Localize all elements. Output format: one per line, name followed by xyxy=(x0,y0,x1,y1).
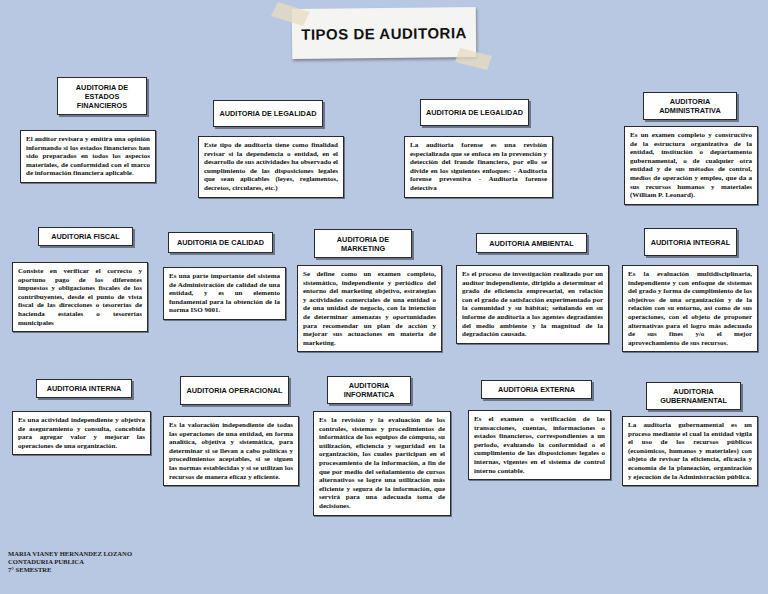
heading-text: AUDITORIA OPERACIONAL xyxy=(186,386,282,395)
description-box: Es un examen completo y constructivo de … xyxy=(624,126,758,205)
description-text: Es la valoración independiente de todas … xyxy=(169,421,293,481)
description-text: El auditor revisara y emitira una opinió… xyxy=(26,135,150,178)
heading-box: AUDITORIA ADMINISTRATIVA xyxy=(643,92,737,120)
heading-box: AUDITORIA INFORMATICA xyxy=(327,376,411,404)
heading-text: AUDITORIA DE ESTADOS FINANCIEROS xyxy=(63,83,141,110)
description-box: La auditoria forense es una revisión esp… xyxy=(404,136,553,198)
tape xyxy=(455,48,492,70)
heading-text: AUDITORIA EXTERNA xyxy=(498,385,575,394)
heading-box: AUDITORIA EXTERNA xyxy=(481,380,592,399)
heading-box: AUDITORIA AMBIENTAL xyxy=(476,233,587,253)
tape xyxy=(271,2,310,26)
heading-box: AUDITORIA OPERACIONAL xyxy=(180,376,289,405)
description-box: Este tipo de auditoria tiene como finali… xyxy=(198,136,344,198)
description-text: La auditoria gubernamental es un proceso… xyxy=(628,421,752,481)
description-box: Es el examen o verificación de las trans… xyxy=(468,410,611,480)
paper-note: TIPOS DE AUDITORIA xyxy=(292,7,477,59)
heading-text: AUDITORIA INFORMATICA xyxy=(333,381,405,399)
heading-box: AUDITORIA DE LEGALIDAD xyxy=(213,100,323,127)
heading-box: AUDITORIA GUBERNAMENTAL xyxy=(646,382,741,410)
description-box: Es la revisión y la evaluación de los co… xyxy=(313,411,451,516)
description-box: Es la evaluación multidisciplinaria, ind… xyxy=(622,265,758,352)
description-text: Consiste en verificar el correcto y opor… xyxy=(18,267,142,327)
description-text: Es el proceso de investigación realizado… xyxy=(462,270,603,339)
description-text: Este tipo de auditoria tiene como finali… xyxy=(204,141,338,193)
heading-box: AUDITORIA DE ESTADOS FINANCIEROS xyxy=(57,77,147,115)
description-text: Es la evaluación multidisciplinaria, ind… xyxy=(628,270,752,347)
heading-box: AUDITORIA DE CALIDAD xyxy=(168,232,273,253)
description-box: Se define como un examen completo, siste… xyxy=(297,265,442,352)
heading-text: AUDITORIA DE LEGALIDAD xyxy=(426,108,523,117)
author-note: MARIA VIANEY HERNANDEZ LOZANO xyxy=(8,550,132,558)
description-box: Es el proceso de investigación realizado… xyxy=(456,265,609,344)
description-text: Se define como un examen completo, siste… xyxy=(303,270,436,347)
description-text: Es el examen o verificación de las trans… xyxy=(474,415,605,475)
title: TIPOS DE AUDITORIA xyxy=(301,24,467,43)
heading-text: AUDITORIA ADMINISTRATIVA xyxy=(649,97,731,115)
heading-text: AUDITORIA AMBIENTAL xyxy=(489,239,573,248)
author-note: 7° SEMESTRE xyxy=(8,566,52,574)
author-note: CONTADURIA PUBLICA xyxy=(8,558,84,566)
description-box: La auditoria gubernamental es un proceso… xyxy=(622,416,758,486)
heading-text: AUDITORIA FISCAL xyxy=(51,232,120,241)
heading-box: AUDITORIA INTEGRAL xyxy=(644,228,737,256)
heading-text: AUDITORIA DE CALIDAD xyxy=(177,238,264,247)
heading-box: AUDITORIA INTERNA xyxy=(36,379,132,398)
heading-text: AUDITORIA GUBERNAMENTAL xyxy=(652,387,735,405)
heading-box: AUDITORIA DE LEGALIDAD xyxy=(420,99,529,126)
description-text: Es una actividad independiente y objetiv… xyxy=(18,416,145,450)
description-box: Es una actividad independiente y objetiv… xyxy=(12,411,151,455)
description-text: Es la revisión y la evaluación de los co… xyxy=(319,416,445,511)
heading-text: AUDITORIA DE MARKETING xyxy=(320,235,406,253)
description-box: Es una parte importante del sistema de A… xyxy=(163,267,286,320)
description-text: Es una parte importante del sistema de A… xyxy=(169,272,280,315)
description-text: La auditoria forense es una revisión esp… xyxy=(410,141,547,193)
heading-text: AUDITORIA INTEGRAL xyxy=(651,238,730,247)
description-box: Consiste en verificar el correcto y opor… xyxy=(12,262,148,332)
heading-text: AUDITORIA INTERNA xyxy=(47,384,122,393)
description-text: Es un examen completo y constructivo de … xyxy=(630,131,752,200)
heading-text: AUDITORIA DE LEGALIDAD xyxy=(220,109,317,118)
heading-box: AUDITORIA FISCAL xyxy=(38,227,133,246)
description-box: El auditor revisara y emitira una opinió… xyxy=(20,130,156,183)
description-box: Es la valoración independiente de todas … xyxy=(163,416,299,486)
heading-box: AUDITORIA DE MARKETING xyxy=(314,229,412,258)
